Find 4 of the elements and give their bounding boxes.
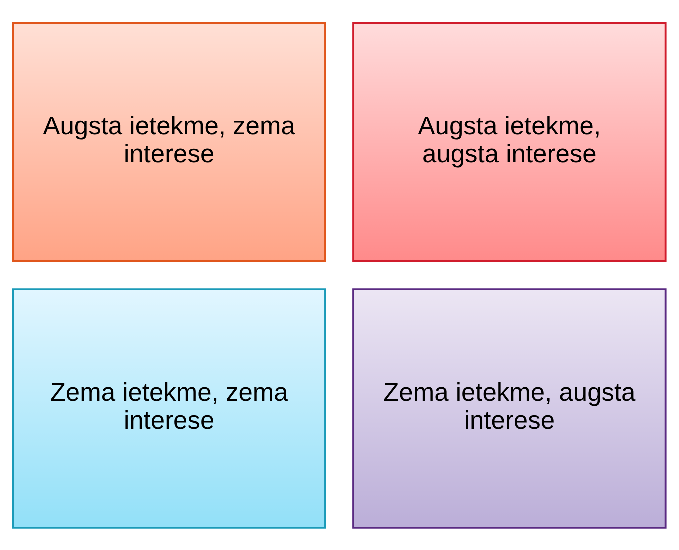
node-box: Augsta ietekme, augsta interese: [352, 22, 667, 262]
node-box: Zema ietekme, augsta interese: [352, 288, 667, 528]
node-box: Zema ietekme, zema interese: [12, 288, 326, 528]
node-box: Augsta ietekme, zema interese: [12, 22, 326, 262]
